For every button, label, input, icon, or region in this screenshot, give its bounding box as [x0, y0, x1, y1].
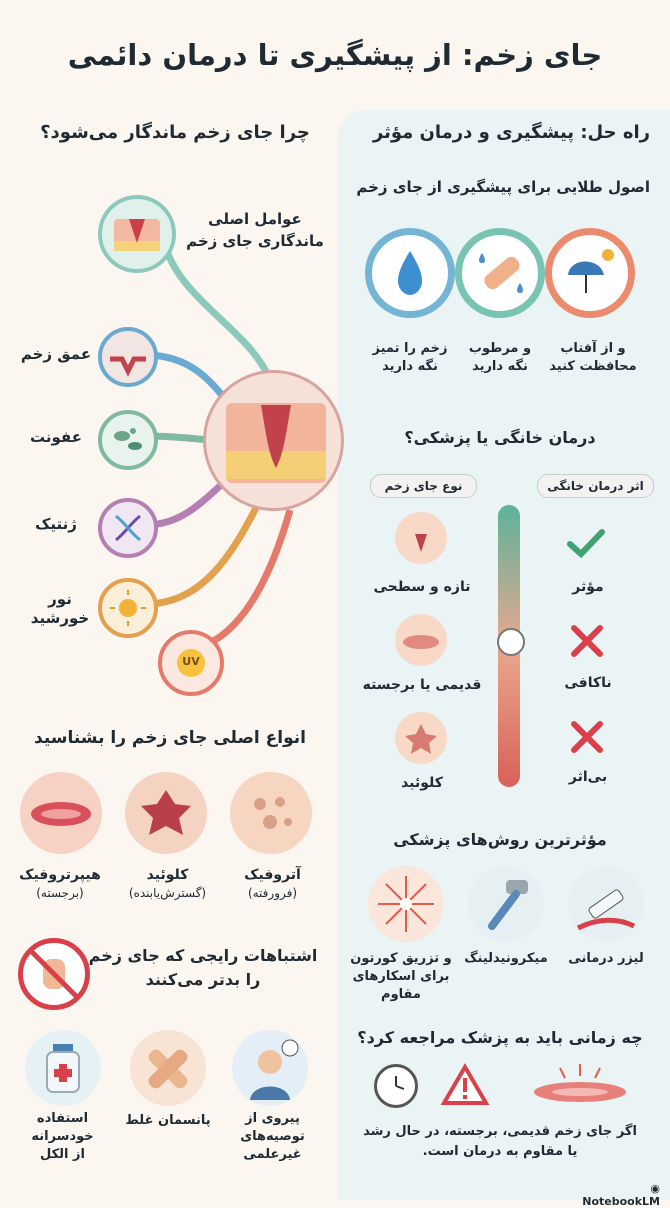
types-heading: انواع اصلی جای زخم را بشناسید: [34, 728, 306, 748]
golden-clean-l1: زخم را تمیز: [372, 341, 448, 356]
stop-hand-icon: [18, 938, 90, 1010]
brand-icon: ◉: [650, 1182, 660, 1195]
dna-icon: [98, 498, 158, 558]
microneedling-roller-icon: [468, 866, 544, 942]
umbrella-sun-icon: [545, 228, 635, 318]
keloid-small-icon: [395, 712, 447, 764]
bandage-icon: [130, 1030, 206, 1106]
home-heading: درمان خانگی یا پزشکی؟: [404, 428, 596, 447]
golden-heading: اصول طلایی برای پیشگیری از جای زخم: [356, 178, 650, 196]
medical-corticosteroid: و تزریق کورتون برای اسکارهای مقاوم: [345, 950, 457, 1004]
alcohol-bottle-icon: [25, 1030, 101, 1106]
factor-sunlight: نور خورشید: [30, 590, 90, 627]
mistake-unscientific-l3: غیرعلمی: [243, 1147, 302, 1162]
effect-slider-knob: [497, 628, 525, 656]
factor-depth: عمق زخم: [20, 345, 92, 363]
col-effect-label: اثر درمان خانگی: [537, 474, 654, 498]
golden-clean: زخم را تمیز نگه دارید: [365, 340, 455, 376]
effect-none: بی‌اثر: [568, 769, 608, 785]
check-icon: [567, 529, 605, 559]
solution-heading: راه حل: پیشگیری و درمان مؤثر: [372, 122, 650, 143]
factor-infection: عفونت: [30, 428, 82, 446]
skin-layer-icon: [98, 195, 176, 273]
mistake-bandage: پانسمان غلط: [125, 1113, 211, 1128]
doctor-heading: چه زمانی باید به پزشک مراجعه کرد؟: [357, 1028, 643, 1047]
type-atrophic: آتروفیک (فرورفته): [225, 866, 320, 902]
bandage-drops-icon: [455, 228, 545, 318]
type-keloid-sub: (گسترش‌یابنده): [128, 886, 207, 900]
type-keloid: کلوئید (گسترش‌یابنده): [115, 866, 220, 902]
warning-icon: [440, 1063, 490, 1105]
type-old-raised: قدیمی یا برجسته: [362, 677, 482, 693]
mistake-alcohol: استفاده خودسرانه از الکل: [15, 1110, 110, 1164]
atrophic-scar-icon: [230, 772, 312, 854]
type-fresh: تازه و سطحی: [373, 579, 471, 595]
mistake-unscientific-l1: پیروی از: [245, 1111, 300, 1126]
type-keloid-row: کلوئید: [401, 775, 443, 791]
mistake-alcohol-l3: از الکل: [40, 1147, 85, 1162]
type-hypertrophic-name: هیپرتروفیک: [19, 867, 101, 883]
medical-corticosteroid-l3: مقاوم: [381, 987, 421, 1002]
mistake-unscientific: پیروی از توصیه‌های غیرعلمی: [225, 1110, 320, 1164]
col-type-label: نوع جای زخم: [370, 474, 477, 498]
golden-moist: و مرطوب نگه دارید: [455, 340, 545, 376]
uv-icon: UV: [158, 630, 224, 696]
mistake-alcohol-l2: خودسرانه: [31, 1129, 94, 1144]
type-atrophic-name: آتروفیک: [244, 867, 301, 883]
effect-insufficient: ناکافی: [564, 675, 612, 691]
medical-laser: لیزر درمانی: [568, 951, 644, 966]
laser-burst-icon: [368, 866, 444, 942]
infection-icon: [98, 410, 158, 470]
golden-moist-l2: نگه دارید: [472, 359, 528, 374]
cross-icon: [571, 721, 603, 753]
why-heading: چرا جای زخم ماندگار می‌شود؟: [40, 122, 310, 143]
sun-icon: [98, 578, 158, 638]
mistakes-heading-line1: اشتباهات رایجی که جای زخم: [88, 946, 318, 965]
type-hypertrophic-sub: (برجسته): [36, 886, 84, 900]
brand-text: NotebookLM: [582, 1195, 660, 1208]
syringe-icon: [568, 866, 644, 942]
raised-scar-icon: [395, 614, 447, 666]
doctor-text: اگر جای زخم قدیمی، برجسته، در حال رشد یا…: [350, 1122, 650, 1162]
wound-depth-icon: [98, 327, 158, 387]
main-factors-label: عوامل اصلی ماندگاری جای زخم: [186, 210, 324, 250]
medical-corticosteroid-l1: و تزریق کورتون: [350, 951, 452, 966]
thinking-person-icon: [232, 1030, 308, 1106]
type-hypertrophic: هیپرتروفیک (برجسته): [5, 866, 115, 902]
uv-label: UV: [182, 655, 200, 668]
effect-effective: مؤثر: [572, 579, 604, 595]
type-atrophic-sub: (فرورفته): [247, 886, 298, 900]
water-drop-icon: [365, 228, 455, 318]
golden-sun-l1: و از آفتاب: [560, 341, 626, 356]
keloid-scar-icon: [125, 772, 207, 854]
golden-sun: و از آفتاب محافظت کنید: [548, 340, 638, 376]
brand-label: ◉ NotebookLM: [570, 1182, 660, 1208]
cross-icon: [571, 625, 603, 657]
raised-scar-warning-icon: [534, 1064, 626, 1102]
type-keloid-name: کلوئید: [146, 867, 189, 883]
medical-corticosteroid-l2: برای اسکارهای: [352, 969, 450, 984]
golden-clean-l2: نگه دارید: [382, 359, 438, 374]
mistake-alcohol-l1: استفاده: [36, 1111, 89, 1126]
mistakes-heading-line2: را بدتر می‌کنند: [145, 970, 261, 989]
doctor-text-l1: اگر جای زخم قدیمی، برجسته، در حال رشد: [363, 1124, 637, 1139]
hypertrophic-scar-icon: [20, 772, 102, 854]
fresh-scar-icon: [395, 512, 447, 564]
clock-icon: [374, 1064, 418, 1108]
medical-heading: مؤثرترین روش‌های پزشکی: [393, 830, 607, 849]
mistakes-heading: اشتباهات رایجی که جای زخم را بدتر می‌کنن…: [88, 944, 318, 992]
page-title: جای زخم: از پیشگیری تا درمان دائمی: [67, 38, 603, 72]
skin-cross-section-icon: [203, 370, 344, 511]
medical-microneedling: میکرونیدلینگ: [464, 951, 548, 966]
golden-moist-l1: و مرطوب: [468, 341, 532, 356]
golden-sun-l2: محافظت کنید: [549, 359, 637, 374]
doctor-text-l2: یا مقاوم به درمان است.: [422, 1144, 578, 1159]
factor-genetics: ژنتیک: [35, 515, 77, 533]
mistake-unscientific-l2: توصیه‌های: [240, 1129, 305, 1144]
